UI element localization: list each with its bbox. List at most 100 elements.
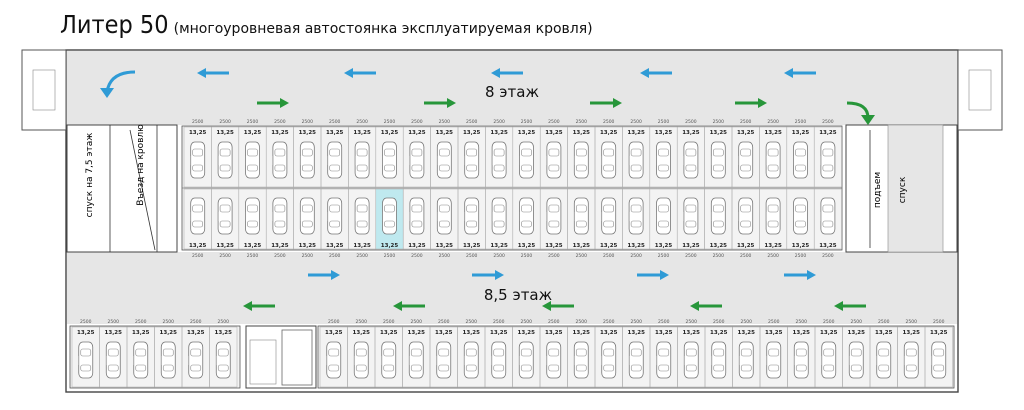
blue-arrow-right-icon (784, 270, 816, 280)
spot-area-label: 13,25 (793, 330, 811, 336)
spot-width-label: 2500 (439, 119, 451, 125)
blue-arrow-left-icon (640, 68, 672, 78)
spot-area-label: 13,25 (764, 130, 782, 136)
spot-area-label: 13,25 (875, 330, 893, 336)
upper-parking-row-bottom: 13,25 13,25 13,25 13,25 13,25 13,25 13,25 13,25… (183, 188, 842, 250)
car-icon (464, 197, 480, 235)
spot-area-label: 13,25 (353, 243, 371, 249)
car-icon (382, 141, 397, 179)
spot-area-label: 13,25 (765, 330, 783, 336)
car-icon (766, 341, 782, 379)
spot-area-label: 13,25 (105, 330, 123, 336)
spot-width-label: 2500 (740, 119, 752, 125)
car-icon (409, 141, 425, 179)
blue-arrow-left-icon (491, 68, 523, 78)
green-arrow-right-icon (590, 98, 622, 108)
car-icon (711, 341, 727, 379)
blue-arrow-right-icon (637, 270, 669, 280)
spot-area-label: 13,25 (77, 330, 95, 336)
spot-area-label: 13,25 (490, 330, 508, 336)
spot-width-label: 2500 (521, 319, 533, 325)
spot-area-label: 13,25 (244, 243, 262, 249)
spot-width-label: 2500 (521, 119, 533, 125)
spot-width-label: 2500 (493, 253, 505, 259)
car-icon (327, 141, 343, 179)
spot-width-label: 2500 (493, 119, 505, 125)
spot-width-label: 2500 (851, 319, 863, 325)
spot-width-label: 2500 (438, 319, 450, 325)
spot-width-label: 2500 (411, 319, 423, 325)
car-icon (190, 197, 206, 235)
spot-width-label: 2500 (548, 253, 560, 259)
spot-width-label: 2500 (329, 253, 341, 259)
car-icon (245, 197, 260, 235)
spot-area-label: 13,25 (573, 243, 591, 249)
spot-area-label: 13,25 (710, 330, 728, 336)
spot-area-label: 13,25 (271, 130, 289, 136)
level-upper-label: 8 этаж (485, 83, 539, 101)
spot-area-label: 13,25 (518, 243, 536, 249)
car-icon (299, 141, 315, 179)
spot-area-label: 13,25 (408, 330, 426, 336)
spot-area-label: 13,25 (408, 243, 426, 249)
car-icon (821, 341, 837, 379)
spot-area-label: 13,25 (244, 130, 262, 136)
car-icon (903, 341, 919, 379)
spot-width-label: 2500 (767, 253, 779, 259)
car-icon (188, 341, 204, 379)
green-arrow-left-icon (690, 301, 722, 311)
spot-width-label: 2500 (329, 119, 341, 125)
spot-area-label: 13,25 (792, 243, 810, 249)
spot-area-label: 13,25 (682, 130, 700, 136)
spot-width-label: 2500 (576, 253, 588, 259)
spot-width-label: 2500 (328, 319, 340, 325)
parking-spot: 13,25 (813, 126, 842, 188)
spot-width-label: 2500 (933, 319, 945, 325)
car-icon (546, 141, 562, 179)
car-icon (382, 197, 397, 235)
spot-area-label: 13,25 (545, 243, 563, 249)
spot-area-label: 13,25 (463, 130, 481, 136)
car-icon (573, 141, 589, 179)
car-icon (656, 141, 671, 179)
car-icon (491, 341, 507, 379)
spot-width-label: 2500 (685, 253, 697, 259)
spot-area-label: 13,25 (628, 330, 646, 336)
title-subtitle: (многоуровневая автостоянка эксплуатируе… (173, 21, 593, 37)
spot-width-label: 2500 (274, 119, 286, 125)
spot-area-label: 13,25 (600, 330, 618, 336)
spot-area-label: 13,25 (655, 330, 673, 336)
green-turn-arrowhead-icon (861, 115, 875, 125)
spot-width-label: 2500 (768, 319, 780, 325)
spot-width-label: 2500 (548, 319, 560, 325)
spot-area-label: 13,25 (655, 130, 673, 136)
spot-width-label: 2500 (192, 119, 204, 125)
car-icon (656, 197, 671, 235)
spot-area-label: 13,25 (463, 330, 481, 336)
spot-width-label: 2500 (302, 119, 314, 125)
car-icon (436, 197, 452, 235)
car-icon (546, 197, 562, 235)
spot-width-label: 2500 (383, 319, 395, 325)
blue-arrow-left-icon (197, 68, 229, 78)
lower-parking-row: 13,25 13,25 13,25 13,25 13,25 13,25 13,25 13,25… (71, 326, 953, 388)
green-arrow-right-icon (735, 98, 767, 108)
spot-width-label: 2500 (576, 319, 588, 325)
spot-area-label: 13,25 (326, 243, 344, 249)
ramp-up-label: подъем (873, 172, 883, 208)
spot-width-label: 2500 (247, 119, 259, 125)
spot-width-label: 2500 (822, 253, 834, 259)
car-icon (245, 141, 260, 179)
spot-area-label: 13,25 (573, 330, 591, 336)
spot-area-label: 13,25 (683, 330, 701, 336)
car-icon (272, 197, 288, 235)
spot-area-label: 13,25 (764, 243, 782, 249)
spot-area-label: 13,25 (381, 130, 399, 136)
car-icon (436, 141, 452, 179)
green-arrow-left-icon (542, 301, 574, 311)
spot-width-label: 2500 (411, 119, 423, 125)
green-arrow-right-icon (257, 98, 289, 108)
spot-width-label: 2500 (603, 253, 615, 259)
spot-width-label: 2500 (218, 319, 230, 325)
spot-width-label: 2500 (822, 119, 834, 125)
